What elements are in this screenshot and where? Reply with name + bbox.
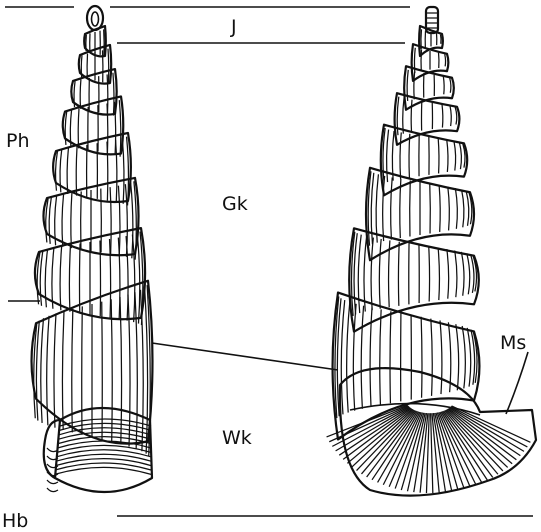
- whorl-connector-line: [152, 343, 338, 370]
- label-j: J: [230, 16, 237, 38]
- label-gk: Gk: [222, 193, 248, 215]
- right-shell: [327, 7, 536, 496]
- left-shell-ribs: [32, 26, 153, 456]
- ms-leader-line: [506, 352, 528, 414]
- label-ph: Ph: [6, 130, 30, 152]
- label-wk: Wk: [222, 427, 252, 449]
- left-shell: [32, 6, 153, 492]
- label-ms: Ms: [500, 332, 526, 354]
- label-hb: Hb: [2, 510, 28, 532]
- left-apex-tip: [87, 6, 103, 30]
- left-aperture-base: [44, 408, 152, 492]
- right-shell-ribs: [333, 26, 480, 439]
